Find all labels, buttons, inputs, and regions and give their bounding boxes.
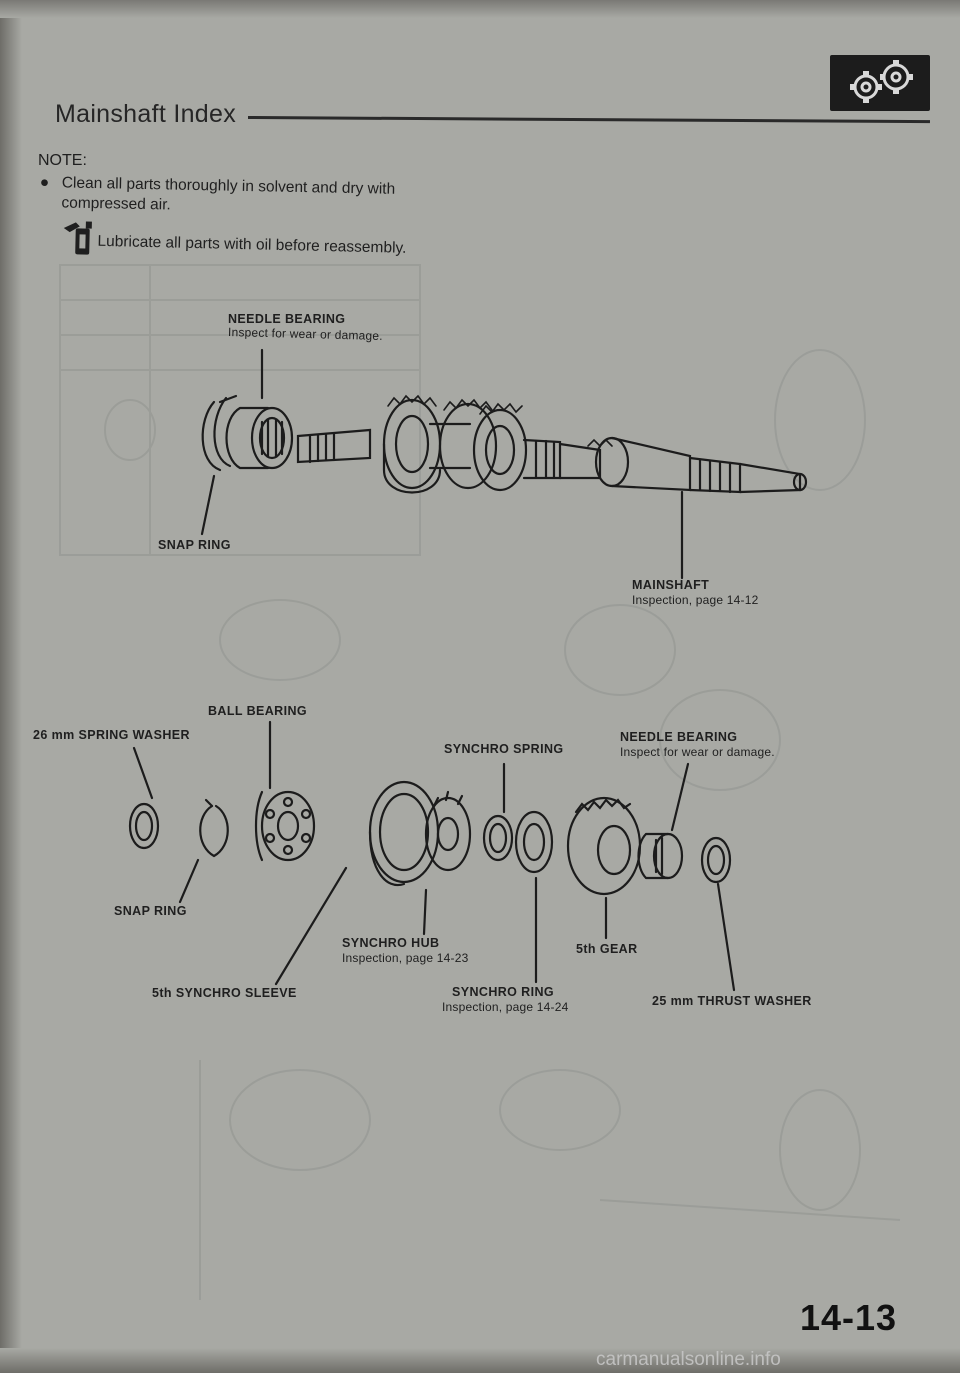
needle-bearing-top-label: NEEDLE BEARING [228,312,346,326]
mainshaft-part [296,398,808,494]
synchro-spring-part [482,814,514,862]
thrust-washer-label: 25 mm THRUST WASHER [652,994,812,1008]
snap-ring-upper-part [201,394,238,472]
synchro-ring-part [514,810,554,874]
ball-bearing-label: BALL BEARING [208,704,308,718]
synchro-hub-part [424,790,472,872]
thrust-washer-part [700,836,732,884]
snap-ring-bottom-label: SNAP RING [114,904,187,918]
page-title: Mainshaft Index [55,100,236,128]
watermark: carmanualsonline.info [596,1349,781,1370]
fifth-synchro-sleeve-label: 5th SYNCHRO SLEEVE [152,986,297,1000]
synchro-ring-label: SYNCHRO RING [452,985,555,999]
synchro-ring-note: Inspection, page 14-24 [442,1000,569,1014]
needle-bearing-lower-part [637,832,684,880]
synchro-spring-label: SYNCHRO SPRING [444,742,564,756]
mainshaft-label: MAINSHAFT [632,578,710,592]
synchro-hub-label: SYNCHRO HUB [342,936,440,950]
oil-can-icon [63,221,92,255]
gears-icon [830,55,930,111]
synchro-sleeve-part [368,780,440,887]
needle-bearing-bottom-label: NEEDLE BEARING [620,730,738,744]
synchro-hub-note: Inspection, page 14-23 [342,951,469,965]
ball-bearing-part [254,790,316,862]
page-number: 14-13 [800,1297,898,1338]
mainshaft-note: Inspection, page 14-12 [632,593,759,607]
page-bottom-shadow [0,1348,960,1373]
spring-washer-label: 26 mm SPRING WASHER [33,728,190,742]
fifth-gear-part [566,796,642,896]
snap-ring-lower-part [199,798,229,858]
note-heading: NOTE: [38,152,87,169]
needle-bearing-upper-part [225,406,294,470]
snap-ring-top-label: SNAP RING [158,538,231,552]
lubricate-note: Lubricate all parts with oil before reas… [61,218,442,267]
needle-bearing-bottom-note: Inspect for wear or damage. [620,745,775,759]
fifth-gear-label: 5th GEAR [576,942,638,956]
spring-washer-part [128,802,160,850]
